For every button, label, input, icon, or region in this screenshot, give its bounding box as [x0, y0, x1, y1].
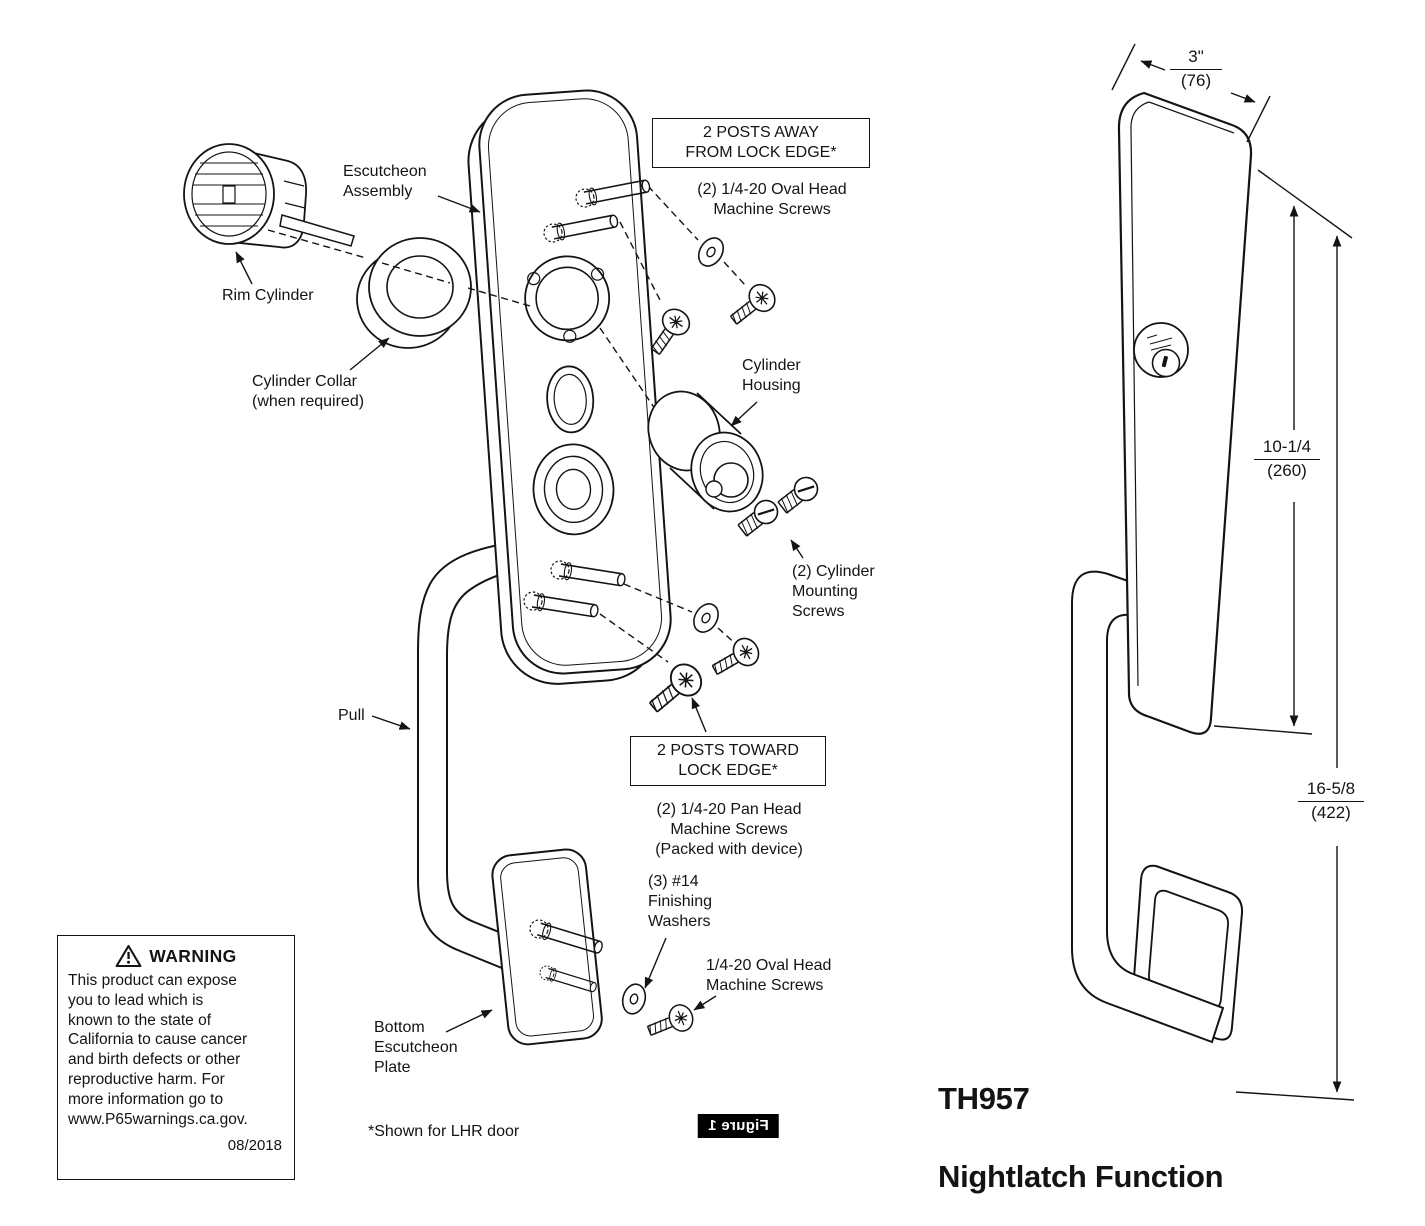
- oval-head-screws-top-label: (2) 1/4-20 Oval Head Machine Screws: [697, 181, 847, 218]
- finishing-washers-label: (3) #14 Finishing Washers: [648, 873, 713, 930]
- posts-toward-lock-edge-callout: 2 POSTS TOWARD LOCK EDGE*: [630, 736, 826, 786]
- cylinder-collar-drawing: [356, 237, 472, 349]
- width-dimension: 3" (76): [1168, 46, 1224, 93]
- product-title: TH957 Nightlatch Function: [938, 1040, 1268, 1226]
- product-pull-drawing: [1071, 570, 1225, 1044]
- oval-head-screws-top-drawing: [643, 232, 781, 361]
- product-escutcheon-drawing: [1117, 91, 1253, 735]
- width-dimension-mm: (76): [1180, 70, 1212, 90]
- cylinder-housing-label: Cylinder Housing: [742, 357, 801, 394]
- prop65-warning-box: WARNING This product can expose you to l…: [57, 935, 295, 1180]
- rim-cylinder-drawing: [183, 143, 355, 249]
- posts-away-from-lock-edge-callout: 2 POSTS AWAY FROM LOCK EDGE*: [652, 118, 870, 168]
- escutcheon-height-mm: (260): [1267, 460, 1307, 480]
- bottom-escutcheon-plate-label: Bottom Escutcheon Plate: [374, 1019, 458, 1076]
- dimension-lines: [1111, 43, 1355, 1101]
- warning-triangle-icon: [115, 944, 142, 968]
- overall-height-mm: (422): [1311, 802, 1351, 822]
- product-function: Nightlatch Function: [938, 1159, 1224, 1195]
- pull-label: Pull: [338, 707, 365, 724]
- warning-body-text: This product can expose you to lead whic…: [68, 972, 248, 1128]
- lhr-door-note: *Shown for LHR door: [368, 1123, 520, 1140]
- escutcheon-height-inches: 10-1/4: [1254, 436, 1320, 460]
- overall-height-inches: 16-5/8: [1298, 778, 1364, 802]
- escutcheon-assembly-label: Escutcheon Assembly: [343, 163, 427, 200]
- escutcheon-assembly-drawing: [467, 89, 672, 685]
- overall-height-dimension: 16-5/8 (422): [1296, 778, 1366, 825]
- pan-head-screws-label: (2) 1/4-20 Pan Head Machine Screws (Pack…: [655, 801, 803, 858]
- warning-title: WARNING: [149, 945, 237, 966]
- width-dimension-inches: 3": [1170, 46, 1222, 70]
- rim-cylinder-label: Rim Cylinder: [222, 287, 314, 304]
- oval-head-screw-bottom-drawing: [618, 980, 698, 1044]
- bottom-escutcheon-plate-drawing: [491, 848, 603, 1046]
- oval-head-screws-bottom-label: 1/4-20 Oval Head Machine Screws: [706, 957, 832, 994]
- escutcheon-height-dimension: 10-1/4 (260): [1252, 436, 1322, 483]
- figure-caption: Figure 1: [698, 1114, 779, 1138]
- cylinder-mounting-screws-label: (2) Cylinder Mounting Screws: [792, 563, 875, 620]
- product-model: TH957: [938, 1081, 1030, 1117]
- warning-revision-date: 08/2018: [227, 1136, 282, 1154]
- cylinder-housing-drawing: [647, 390, 764, 513]
- leader-lines: [235, 195, 804, 1033]
- cylinder-collar-label: Cylinder Collar (when required): [252, 373, 365, 410]
